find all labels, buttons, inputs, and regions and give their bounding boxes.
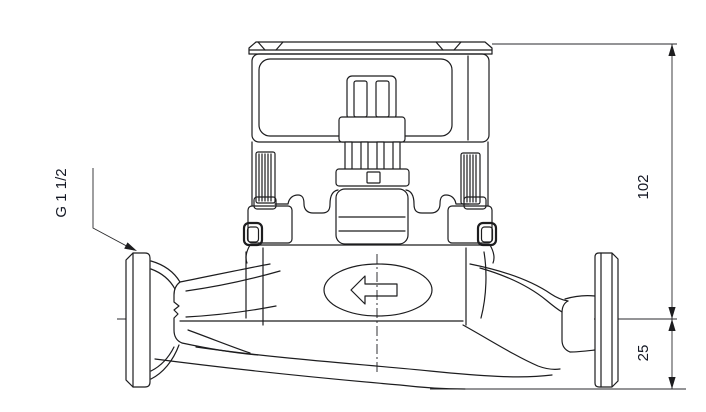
right-fin-block [460,152,481,205]
cap-notches [257,41,462,51]
plug-pin [360,141,369,173]
motor-section [242,141,498,247]
left-shoulder-profile [274,189,339,214]
mains-connector [335,75,410,187]
arrow-down-icon [668,307,676,319]
right-boss [465,247,487,326]
right-shoulder-profile [405,189,470,214]
volute-right-flare [489,244,495,264]
control-box-cap [248,41,493,55]
plug-pin [344,141,353,171]
leader-arrow-icon [124,242,137,251]
arrow-up-icon [668,319,676,331]
left-port-piping [150,260,281,380]
thread-leader-line [92,168,135,251]
casting-bottom-upper-curve [195,346,553,378]
casting-bottom-lower-curve [154,358,466,390]
right-neck [561,300,571,353]
left-neck [173,281,183,344]
arrow-down-icon [668,377,676,389]
right-flange [594,252,619,388]
plug-bracket [335,168,410,187]
plug-pin [376,141,385,173]
right-ear [447,205,493,244]
arrow-up-icon [668,44,676,56]
plug-pin [392,141,401,171]
port-offset-dimension-label: 25 [635,345,652,362]
left-flange [125,252,151,388]
flow-arrow-icon [350,275,398,305]
left-fin-block [255,151,276,204]
right-port-piping [462,263,596,370]
height-dimension-label: 102 [635,174,652,199]
thread-size-label: G 1 1/2 [53,168,70,217]
plug-mid-block [338,116,406,143]
dimension-annotations: G 1 1/2 102 25 [53,43,686,390]
left-ear [247,205,293,244]
pump-housing [154,244,553,390]
left-boss [245,247,264,326]
